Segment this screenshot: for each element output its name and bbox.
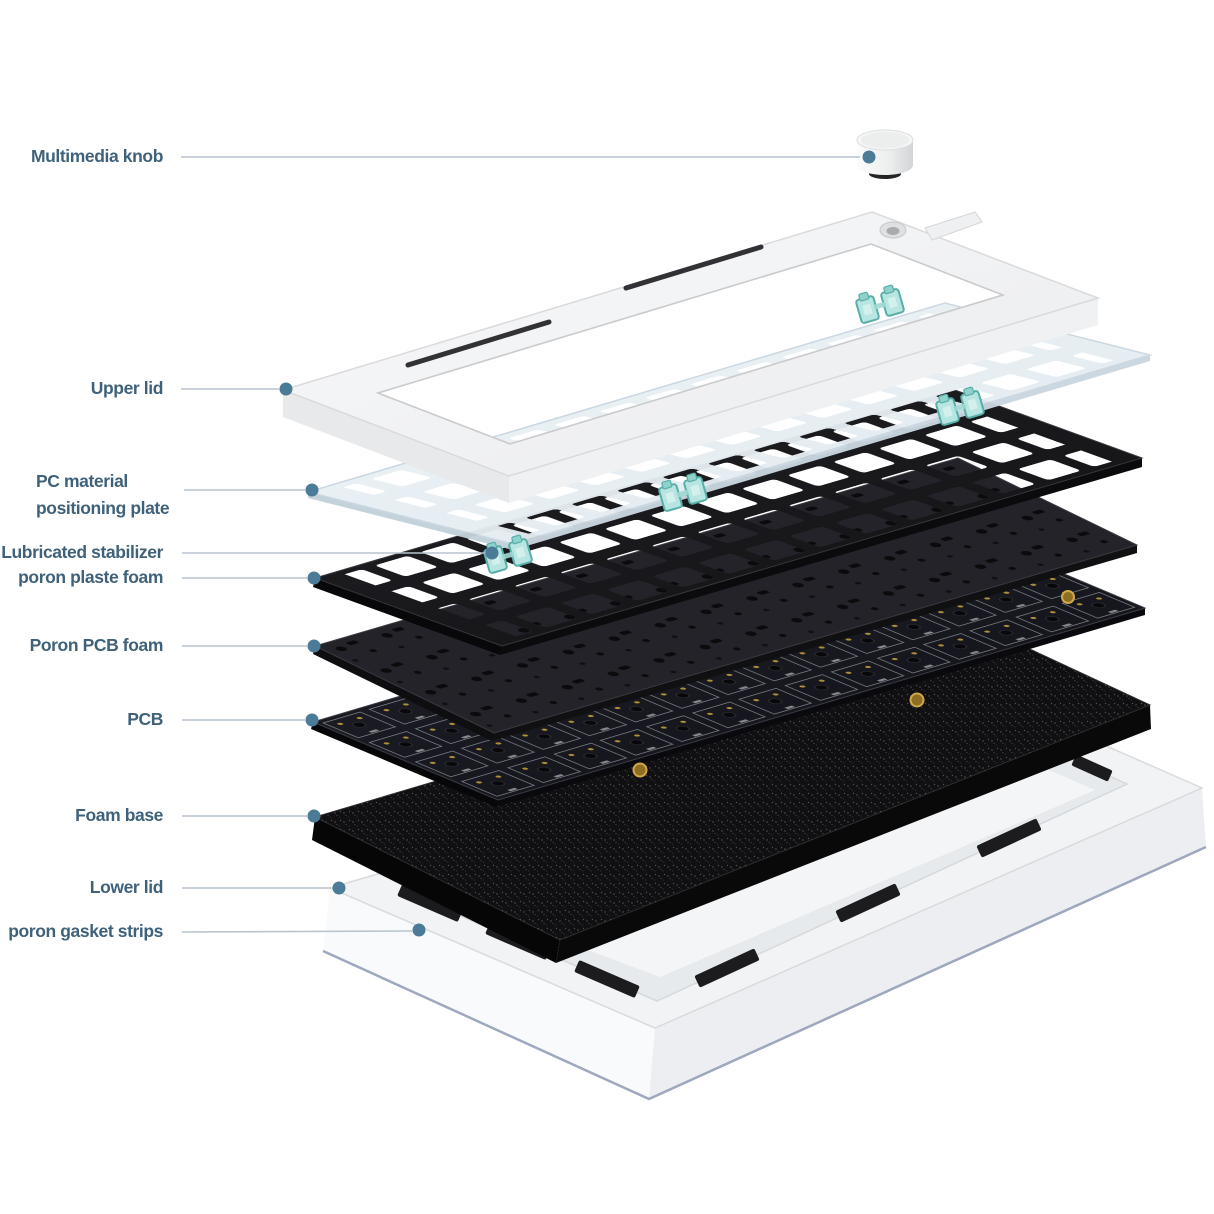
leader-dot	[307, 809, 321, 823]
leader-line	[181, 930, 413, 933]
label-pcb: PCB	[127, 709, 163, 729]
label-poron-plate-foam: poron plaste foam	[18, 567, 163, 587]
multimedia-knob	[856, 129, 914, 179]
foam-base-layer	[312, 621, 1152, 963]
leader-dot	[307, 639, 321, 653]
label-upper-lid: Upper lid	[90, 378, 164, 398]
leader-dot	[412, 923, 426, 937]
leader-dot	[332, 881, 346, 895]
lid-vent-slots	[405, 244, 764, 368]
label-lower-lid: Lower lid	[89, 877, 164, 897]
leader-dots	[279, 150, 876, 937]
plate-foam-layer	[313, 389, 1144, 655]
label-positioning-plate: PC material positioning plate	[36, 471, 170, 518]
leader-dot	[485, 546, 499, 560]
leader-dot	[862, 150, 876, 164]
leader-lines	[181, 156, 860, 933]
label-multimedia-knob: Multimedia knob	[30, 146, 163, 166]
leader-dot	[307, 571, 321, 585]
label-poron-pcb-foam: Poron PCB foam	[29, 635, 164, 655]
leader-dot	[279, 382, 293, 396]
label-poron-gasket-strips: poron gasket strips	[8, 921, 163, 941]
gold-standoffs	[632, 590, 1075, 778]
label-foam-base: Foam base	[75, 805, 163, 825]
upper-lid-layer	[280, 211, 1101, 503]
lid-corner-tab	[924, 211, 983, 241]
leader-dot	[305, 713, 319, 727]
label-lubricated-stabilizer: Lubricated stabilizer	[1, 542, 163, 562]
leader-dot	[305, 483, 319, 497]
case-bottom-edge	[322, 845, 1207, 1101]
